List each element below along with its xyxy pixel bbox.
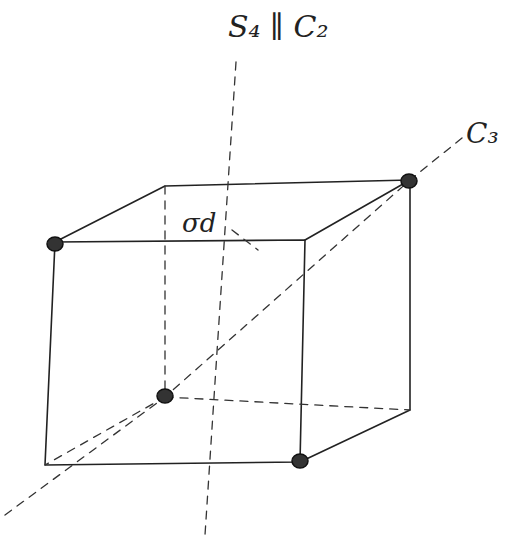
atom-dot (47, 237, 63, 251)
symmetry-axis-label: C₃ (466, 120, 499, 148)
mirror-plane-mark (232, 230, 258, 250)
atom-dot (401, 174, 417, 188)
c3-axis (5, 138, 462, 515)
mirror-plane-label: σd (182, 210, 216, 236)
s4-axis (205, 62, 236, 535)
cube-front-face (45, 240, 305, 465)
cube-hidden-edges (45, 186, 165, 465)
cube-right-edges (300, 180, 410, 462)
cube-top-edges (55, 180, 410, 242)
symmetry-axis-label: S₄ ∥ C₂ (228, 12, 329, 42)
atom-dot (157, 389, 173, 403)
cube-hidden-edge (165, 397, 410, 410)
atom-dot (292, 454, 308, 468)
